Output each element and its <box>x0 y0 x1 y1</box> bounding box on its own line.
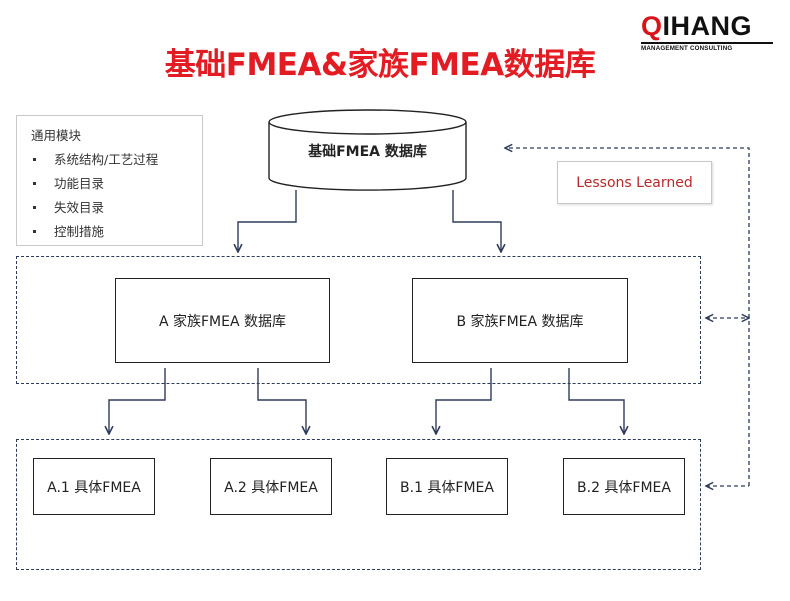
logo-wordmark: QIHANG <box>641 11 753 41</box>
module-item-label: 控制措施 <box>54 224 105 239</box>
family-fmea-b-box: B 家族FMEA 数据库 <box>412 278 628 363</box>
module-item-label: 功能目录 <box>54 176 105 191</box>
bullet-icon <box>33 182 36 185</box>
specific-fmea-a2-box: A.2 具体FMEA <box>210 458 332 515</box>
connector-b-to-b1 <box>436 368 492 434</box>
module-item-label: 系统结构/工艺过程 <box>54 152 159 167</box>
common-modules-heading: 通用模块 <box>31 128 82 143</box>
module-item-label: 失效目录 <box>54 200 105 215</box>
logo-divider <box>641 42 773 44</box>
logo-tagline: MANAGEMENT CONSULTING <box>641 45 733 52</box>
module-item: 失效目录 <box>31 199 202 216</box>
specific-fmea-b1-box: B.1 具体FMEA <box>386 458 508 515</box>
base-fmea-database-label: 基础FMEA 数据库 <box>308 144 427 160</box>
connector-b-to-b2 <box>568 368 624 434</box>
connector-db-to-b <box>452 190 501 252</box>
page-title: 基础FMEA&家族FMEA数据库 <box>164 47 596 83</box>
bullet-icon <box>33 206 36 209</box>
common-modules-panel: 通用模块 系统结构/工艺过程 功能目录 失效目录 控制措施 <box>16 115 203 246</box>
module-item: 系统结构/工艺过程 <box>31 151 202 168</box>
family-level-container <box>16 256 701 384</box>
module-item: 功能目录 <box>31 175 202 192</box>
connector-db-to-a <box>238 190 297 252</box>
lessons-learned-box: Lessons Learned <box>557 161 712 204</box>
connector-a-to-a2 <box>257 368 306 434</box>
qihang-logo: QIHANG MANAGEMENT CONSULTING <box>641 12 773 53</box>
module-item: 控制措施 <box>31 223 202 240</box>
connector-a-to-a1 <box>109 368 166 434</box>
lessons-feedback-line <box>505 148 750 486</box>
specific-fmea-b2-box: B.2 具体FMEA <box>563 458 685 515</box>
specific-fmea-a1-box: A.1 具体FMEA <box>33 458 155 515</box>
specific-level-container <box>16 439 701 570</box>
bullet-icon <box>33 230 36 233</box>
database-cylinder-icon <box>268 109 467 191</box>
bullet-icon <box>33 158 36 161</box>
family-fmea-a-box: A 家族FMEA 数据库 <box>115 278 330 363</box>
